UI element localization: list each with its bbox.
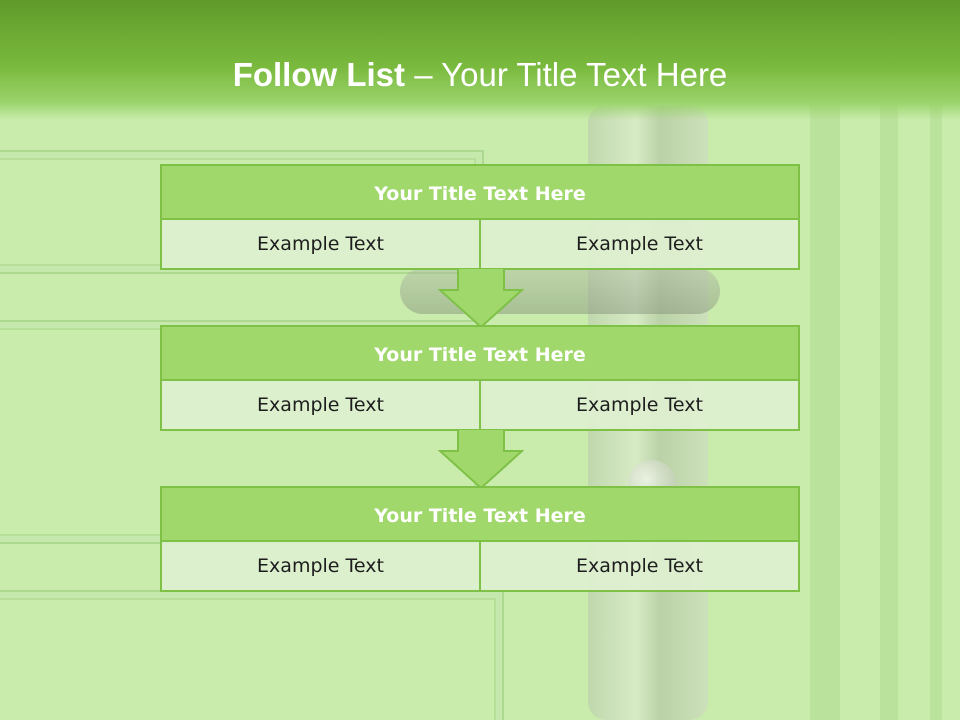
block-title: Your Title Text Here xyxy=(160,486,800,542)
block-cell-right: Example Text xyxy=(479,381,800,431)
list-block-2: Your Title Text Here Example Text Exampl… xyxy=(160,325,800,431)
block-row: Example Text Example Text xyxy=(160,381,800,431)
block-cell-left: Example Text xyxy=(160,542,481,592)
down-arrow-icon xyxy=(438,268,524,328)
block-cell-right: Example Text xyxy=(479,220,800,270)
block-cell-right: Example Text xyxy=(479,542,800,592)
slide-title-rest: – Your Title Text Here xyxy=(405,56,728,93)
list-block-3: Your Title Text Here Example Text Exampl… xyxy=(160,486,800,592)
block-cell-left: Example Text xyxy=(160,381,481,431)
door-rail xyxy=(880,0,898,720)
header-band xyxy=(0,0,960,120)
door-rail xyxy=(810,0,840,720)
down-arrow-icon xyxy=(438,429,524,489)
block-row: Example Text Example Text xyxy=(160,542,800,592)
list-block-1: Your Title Text Here Example Text Exampl… xyxy=(160,164,800,270)
block-title: Your Title Text Here xyxy=(160,325,800,381)
block-title: Your Title Text Here xyxy=(160,164,800,220)
block-cell-left: Example Text xyxy=(160,220,481,270)
block-row: Example Text Example Text xyxy=(160,220,800,270)
slide-title: Follow List – Your Title Text Here xyxy=(0,52,960,98)
slide-title-bold: Follow List xyxy=(232,56,406,93)
door-rail xyxy=(930,0,942,720)
door-panel xyxy=(0,590,504,720)
